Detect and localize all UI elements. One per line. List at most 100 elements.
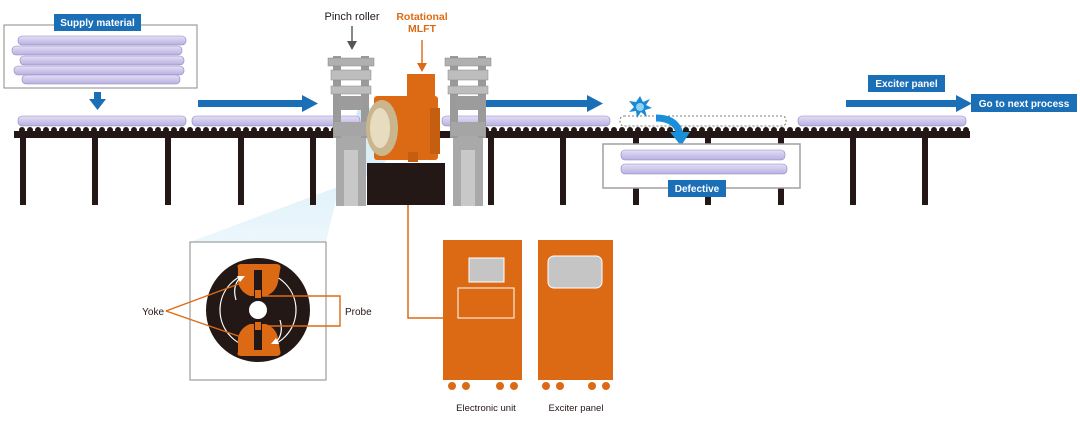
conveyor-roller bbox=[667, 127, 673, 133]
next-process-tag bbox=[971, 94, 1077, 112]
conveyor-roller bbox=[147, 127, 153, 133]
conveyor-pipes bbox=[17, 115, 967, 127]
conveyor-roller bbox=[843, 127, 849, 133]
conveyor-roller bbox=[923, 127, 929, 133]
conveyor-roller bbox=[51, 127, 57, 133]
conveyor-roller bbox=[75, 127, 81, 133]
conveyor-roller bbox=[859, 127, 865, 133]
conveyor-roller bbox=[739, 127, 745, 133]
exciter-panel-bottom-label: Exciter panel bbox=[549, 403, 604, 414]
flow-arrow-3 bbox=[846, 95, 972, 112]
conveyor-roller bbox=[939, 127, 945, 133]
conveyor-roller bbox=[867, 127, 873, 133]
conveyor-roller bbox=[115, 127, 121, 133]
supply-material-tag bbox=[54, 14, 141, 31]
conveyor-roller bbox=[131, 127, 137, 133]
conveyor-roller bbox=[35, 127, 41, 133]
conveyor-roller bbox=[523, 127, 529, 133]
conveyor-roller bbox=[947, 127, 953, 133]
conveyor-roller bbox=[539, 127, 545, 133]
rotational-label: Rotational bbox=[396, 11, 447, 23]
conveyor-roller bbox=[851, 127, 857, 133]
defect-spark-icon bbox=[629, 96, 652, 118]
conveyor-roller bbox=[315, 127, 321, 133]
conveyor-roller bbox=[203, 127, 209, 133]
conveyor-roller bbox=[579, 127, 585, 133]
exciter-panel-tag bbox=[868, 75, 945, 92]
conveyor-roller bbox=[683, 127, 689, 133]
conveyor-roller bbox=[755, 127, 761, 133]
eject-arrow-icon bbox=[655, 114, 690, 146]
supply-pipes bbox=[11, 35, 187, 85]
removed-pipe-outline bbox=[619, 115, 787, 127]
conveyor-roller bbox=[299, 127, 305, 133]
conveyor-roller bbox=[779, 127, 785, 133]
conveyor-roller bbox=[883, 127, 889, 133]
electronic-unit-label: Electronic unit bbox=[456, 403, 516, 414]
conveyor-roller bbox=[603, 127, 609, 133]
conveyor-roller bbox=[763, 127, 769, 133]
conveyor-roller bbox=[155, 127, 161, 133]
conveyor-roller bbox=[795, 127, 801, 133]
defective-bin: Defective bbox=[602, 143, 801, 197]
conveyor-roller bbox=[163, 127, 169, 133]
conveyor-roller bbox=[307, 127, 313, 133]
probe-leader bbox=[262, 295, 341, 327]
conveyor-roller bbox=[195, 127, 201, 133]
conveyor-roller bbox=[19, 127, 25, 133]
supply-stock: Supply material bbox=[3, 14, 198, 89]
conveyor-roller bbox=[275, 127, 281, 133]
conveyor-roller bbox=[491, 127, 497, 133]
conveyor-roller bbox=[27, 127, 33, 133]
conveyor-roller bbox=[803, 127, 809, 133]
conveyor-roller bbox=[235, 127, 241, 133]
conveyor-roller bbox=[267, 127, 273, 133]
conveyor-roller bbox=[699, 127, 705, 133]
conveyor-roller bbox=[907, 127, 913, 133]
conveyor-roller bbox=[899, 127, 905, 133]
conveyor-roller bbox=[91, 127, 97, 133]
conveyor-roller bbox=[891, 127, 897, 133]
flow-arrow-1 bbox=[198, 95, 318, 112]
conveyor-roller bbox=[811, 127, 817, 133]
conveyor-roller bbox=[731, 127, 737, 133]
conveyor-roller bbox=[787, 127, 793, 133]
conveyor-roller bbox=[515, 127, 521, 133]
conveyor-roller bbox=[915, 127, 921, 133]
exciter-panel-cabinet bbox=[538, 240, 613, 390]
conveyor-roller bbox=[723, 127, 729, 133]
conveyor-roller bbox=[771, 127, 777, 133]
conveyor-roller bbox=[211, 127, 217, 133]
conveyor-roller bbox=[291, 127, 297, 133]
conveyor-roller bbox=[179, 127, 185, 133]
conveyor-roller bbox=[875, 127, 881, 133]
conveyor-roller bbox=[555, 127, 561, 133]
probe-upper bbox=[255, 290, 261, 298]
conveyor-beam bbox=[14, 131, 970, 138]
probe-lower bbox=[255, 322, 261, 330]
mlft-pointer bbox=[417, 40, 427, 72]
supply-material-label: Supply material bbox=[60, 18, 135, 29]
pinch-roller-label: Pinch roller bbox=[324, 11, 379, 23]
conveyor-roller bbox=[227, 127, 233, 133]
conveyor-roller bbox=[283, 127, 289, 133]
conveyor-roller bbox=[747, 127, 753, 133]
next-process-label: Go to next process bbox=[979, 99, 1070, 110]
conveyor-roller bbox=[563, 127, 569, 133]
conveyor-roller bbox=[651, 127, 657, 133]
conveyor-roller bbox=[83, 127, 89, 133]
conveyor-roller bbox=[219, 127, 225, 133]
conveyor-roller bbox=[139, 127, 145, 133]
pinch-roller-left bbox=[327, 56, 375, 206]
conveyor-roller bbox=[931, 127, 937, 133]
conveyor-roller bbox=[707, 127, 713, 133]
conveyor-roller bbox=[59, 127, 65, 133]
conveyor-roller bbox=[835, 127, 841, 133]
conveyor-roller bbox=[547, 127, 553, 133]
conveyor-roller bbox=[251, 127, 257, 133]
conveyor-roller bbox=[819, 127, 825, 133]
yoke-label: Yoke bbox=[142, 307, 164, 318]
conveyor-roller bbox=[691, 127, 697, 133]
conveyor-roller bbox=[595, 127, 601, 133]
